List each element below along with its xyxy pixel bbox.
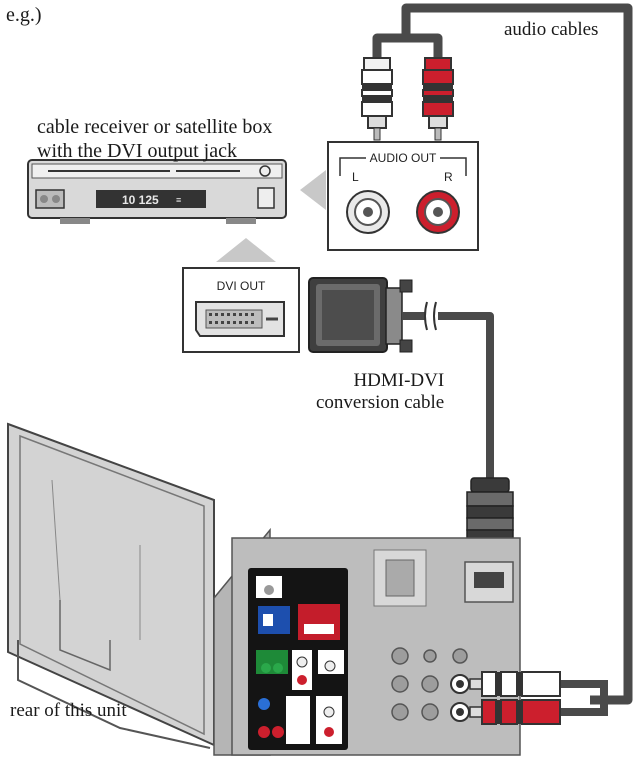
arrow-up-to-box — [216, 238, 276, 262]
audio-cable — [372, 3, 633, 705]
red-rca-plug-top — [422, 57, 454, 141]
audio-cables-label: audio cables — [504, 19, 599, 40]
cable-break-mark — [424, 301, 437, 331]
dvi-plug — [308, 277, 413, 353]
dvi-out-panel — [182, 267, 300, 353]
cable-satellite-box — [27, 159, 287, 224]
box-display-indicator: ≡ — [176, 195, 181, 205]
audio-out-left-label: L — [352, 170, 359, 184]
audio-out-title: AUDIO OUT — [370, 151, 437, 165]
audio-out-right-label: R — [444, 170, 453, 184]
white-rca-plug-top — [361, 57, 393, 141]
source-device-label-line1: cable receiver or satellite box — [37, 116, 273, 138]
tv-rear — [7, 422, 521, 756]
source-device-label-line2: with the DVI output jack — [37, 139, 237, 162]
white-rca-plug-tv — [469, 671, 561, 697]
source-device-label: cable receiver or satellite box with the… — [37, 116, 272, 163]
hdmi-dvi-cable-label: HDMI-DVI conversion cable — [316, 370, 444, 415]
audio-out-panel — [327, 141, 479, 251]
hdmi-dvi-cable-line — [402, 312, 494, 478]
tv-rear-label: rear of this unit — [10, 700, 127, 721]
red-rca-plug-tv — [469, 699, 561, 725]
example-label: e.g.) — [6, 4, 42, 26]
hdmi-dvi-label-line2: conversion cable — [316, 392, 445, 414]
arrow-left-to-box — [300, 170, 326, 210]
hdmi-dvi-label-line1: HDMI-DVI — [353, 370, 445, 391]
dvi-out-title: DVI OUT — [217, 279, 266, 293]
box-display-text: 10 125 — [122, 193, 159, 207]
audio-cable-into-tv — [560, 680, 608, 716]
